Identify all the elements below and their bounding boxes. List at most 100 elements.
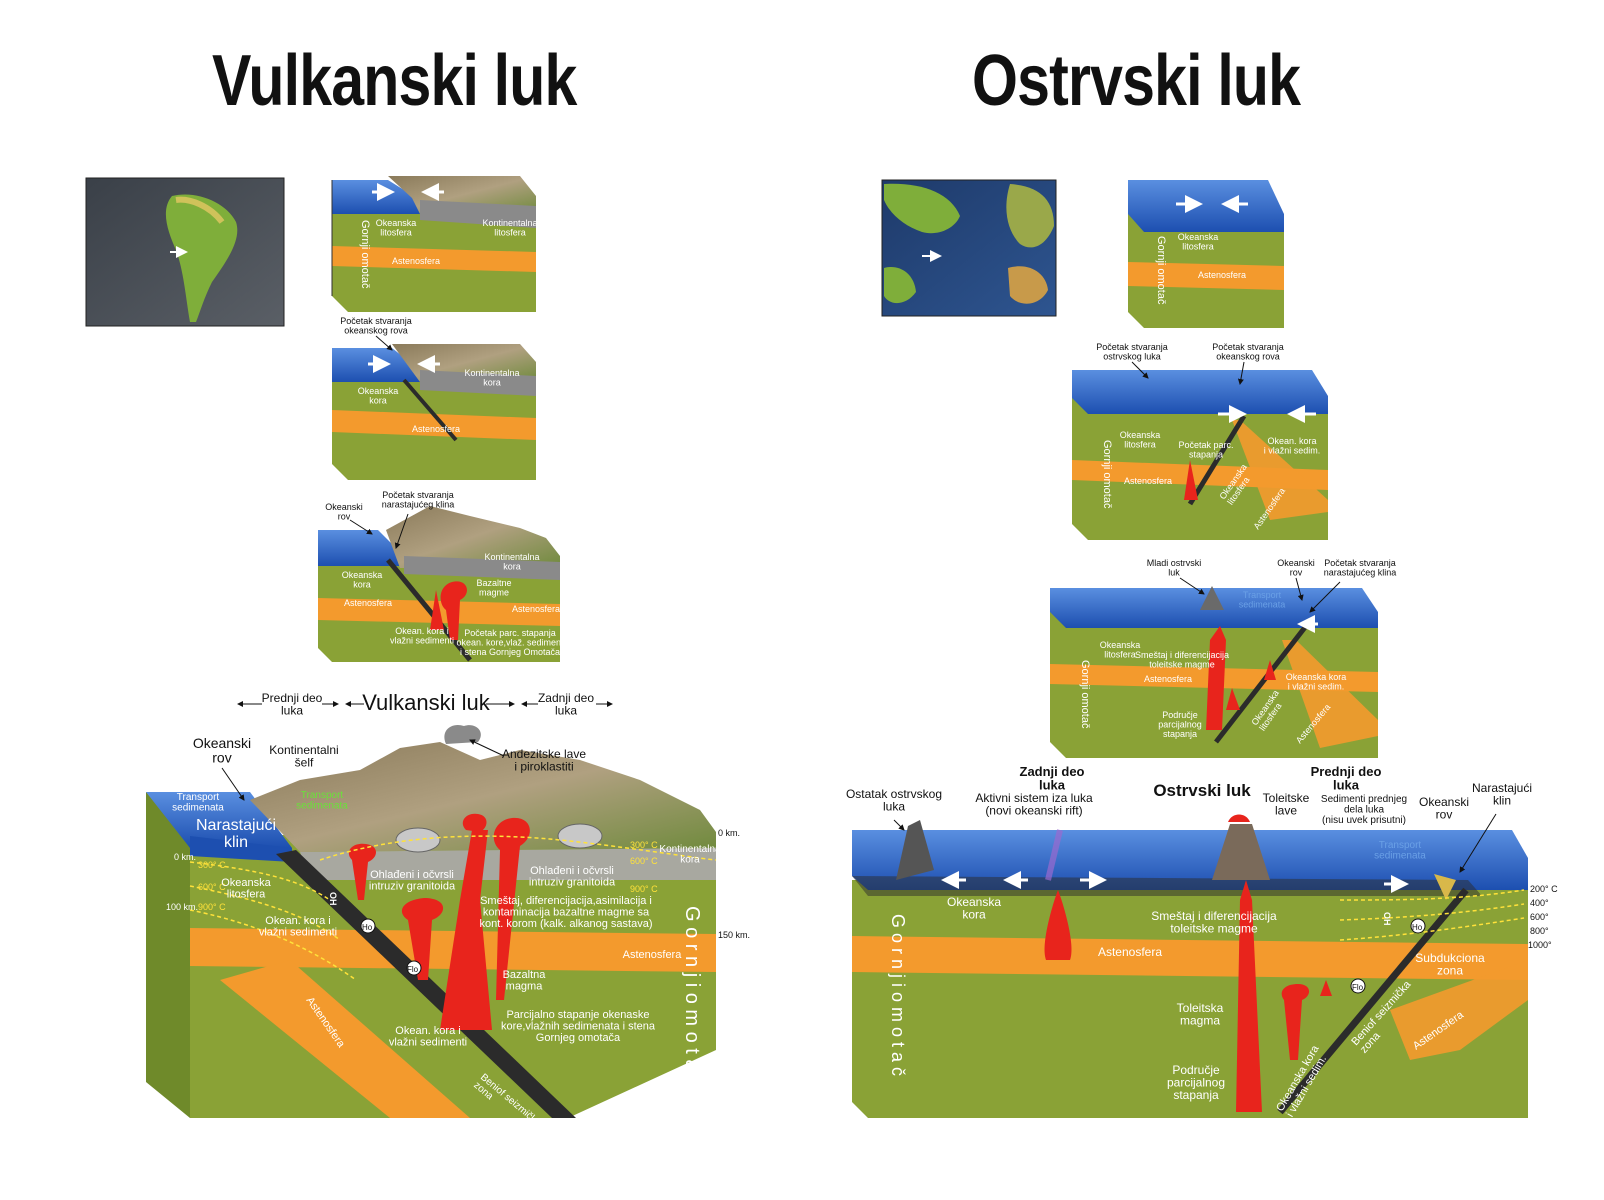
label-r-t600: 600°: [1530, 912, 1549, 922]
label-t900r: 900° C: [630, 884, 658, 894]
label-r2-pocetak-parc: Početak parc.stapanja: [1178, 440, 1233, 460]
label-r1-astenosfera: Astenosfera: [1198, 270, 1246, 280]
label-t300: 300° C: [198, 860, 226, 870]
label-r3-astenosfera: Astenosfera: [1144, 674, 1192, 684]
label-r-t800: 800°: [1530, 926, 1549, 936]
label-0km-right: 0 km.: [718, 828, 740, 838]
label-t600: 600° C: [198, 882, 226, 892]
label-r-aktivni-sistem: Aktivni sistem iza luka(novi okeanski ri…: [975, 791, 1093, 818]
left-main-block: [146, 724, 717, 1118]
label-150km: 150 km.: [718, 930, 750, 940]
title-right: Ostrvski luk: [972, 41, 1301, 121]
pacific-map-icon: [881, 179, 1057, 317]
label-r1-gornji-omotac: Gornji omotač: [1155, 236, 1167, 305]
left-diagram-2: [332, 344, 536, 480]
right-diagram-2: [1072, 370, 1328, 540]
label-astenosfera-main-r: Astenosfera: [623, 949, 683, 961]
label-oh-left: OH: [328, 892, 338, 906]
label-astenosfera-2: Astenosfera: [412, 424, 460, 434]
label-100km: 100 km.: [166, 902, 198, 912]
label-t900: 900° C: [198, 902, 226, 912]
label-r-ho: Ho: [1412, 923, 1423, 932]
label-r-astenosfera: Astenosfera: [1098, 945, 1162, 959]
label-r-t1000: 1000°: [1528, 940, 1552, 950]
label-r-t400: 400°: [1530, 898, 1549, 908]
label-r-gornji-omotac: G o r n j i o m o t a č: [888, 914, 908, 1076]
label-gornji-omotac-main: G o r n j i o m o t a č: [681, 906, 703, 1086]
left-diagram-3: [318, 506, 560, 662]
right-diagram-3: [1050, 586, 1378, 758]
label-ho-left: Ho: [362, 923, 373, 932]
right-diagram-1: [1128, 180, 1284, 328]
label-t300r: 300° C: [630, 840, 658, 850]
label-flo-left: Flo: [407, 965, 419, 974]
label-r2-gornji-omotac: Gornji omotač: [1101, 440, 1113, 509]
right-main-block: [852, 814, 1528, 1118]
left-diagram-1: [331, 176, 536, 312]
label-gornji-omotac: Gornji omotač: [359, 220, 371, 289]
label-astenosfera-3r: Astenosfera: [512, 604, 560, 614]
label-r-t200: 200° C: [1530, 884, 1558, 894]
label-0km-left: 0 km.: [174, 852, 196, 862]
label-r3-gornji-omotac: Gornji omotač: [1079, 660, 1091, 729]
south-america-map-icon: [85, 177, 285, 327]
label-t600r: 600° C: [630, 856, 658, 866]
label-astenosfera-3l: Astenosfera: [344, 598, 392, 608]
label-vulkanski-luk-main: Vulkanski luk: [362, 690, 491, 715]
label-r-flo: Flo: [1352, 983, 1364, 992]
title-left: Vulkanski luk: [212, 41, 577, 121]
label-r2-astenosfera: Astenosfera: [1124, 476, 1172, 486]
